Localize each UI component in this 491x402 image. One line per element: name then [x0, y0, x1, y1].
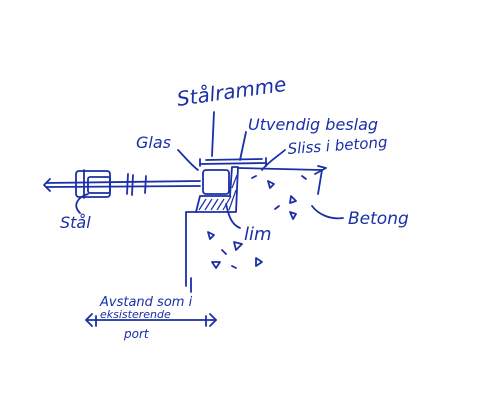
steel-profile: [75, 169, 111, 199]
label-avstand-line1: Avstand som i: [99, 295, 193, 310]
label-staalramme: Stålramme: [175, 72, 287, 111]
adhesive-hatch: [195, 166, 239, 213]
label-utvendig-beslag: Utvendig beslag: [248, 115, 378, 134]
steel-frame: [199, 157, 267, 195]
label-lim: lim: [244, 224, 272, 245]
leader-lines: [75, 111, 344, 229]
dimension-line: [85, 313, 217, 327]
label-glas: Glas: [136, 133, 171, 152]
glass-pane: [43, 178, 201, 192]
label-sliss-i-betong: Sliss i betong: [287, 133, 388, 158]
concrete-aggregate: [207, 175, 307, 269]
glass-ticks: [126, 173, 147, 196]
label-avstand-line2: eksisterende: [100, 308, 171, 321]
label-betong: Betong: [348, 209, 409, 229]
concrete-wall: [185, 165, 327, 293]
label-avstand-line3: port: [123, 327, 150, 341]
label-staal: Stål: [60, 213, 91, 232]
